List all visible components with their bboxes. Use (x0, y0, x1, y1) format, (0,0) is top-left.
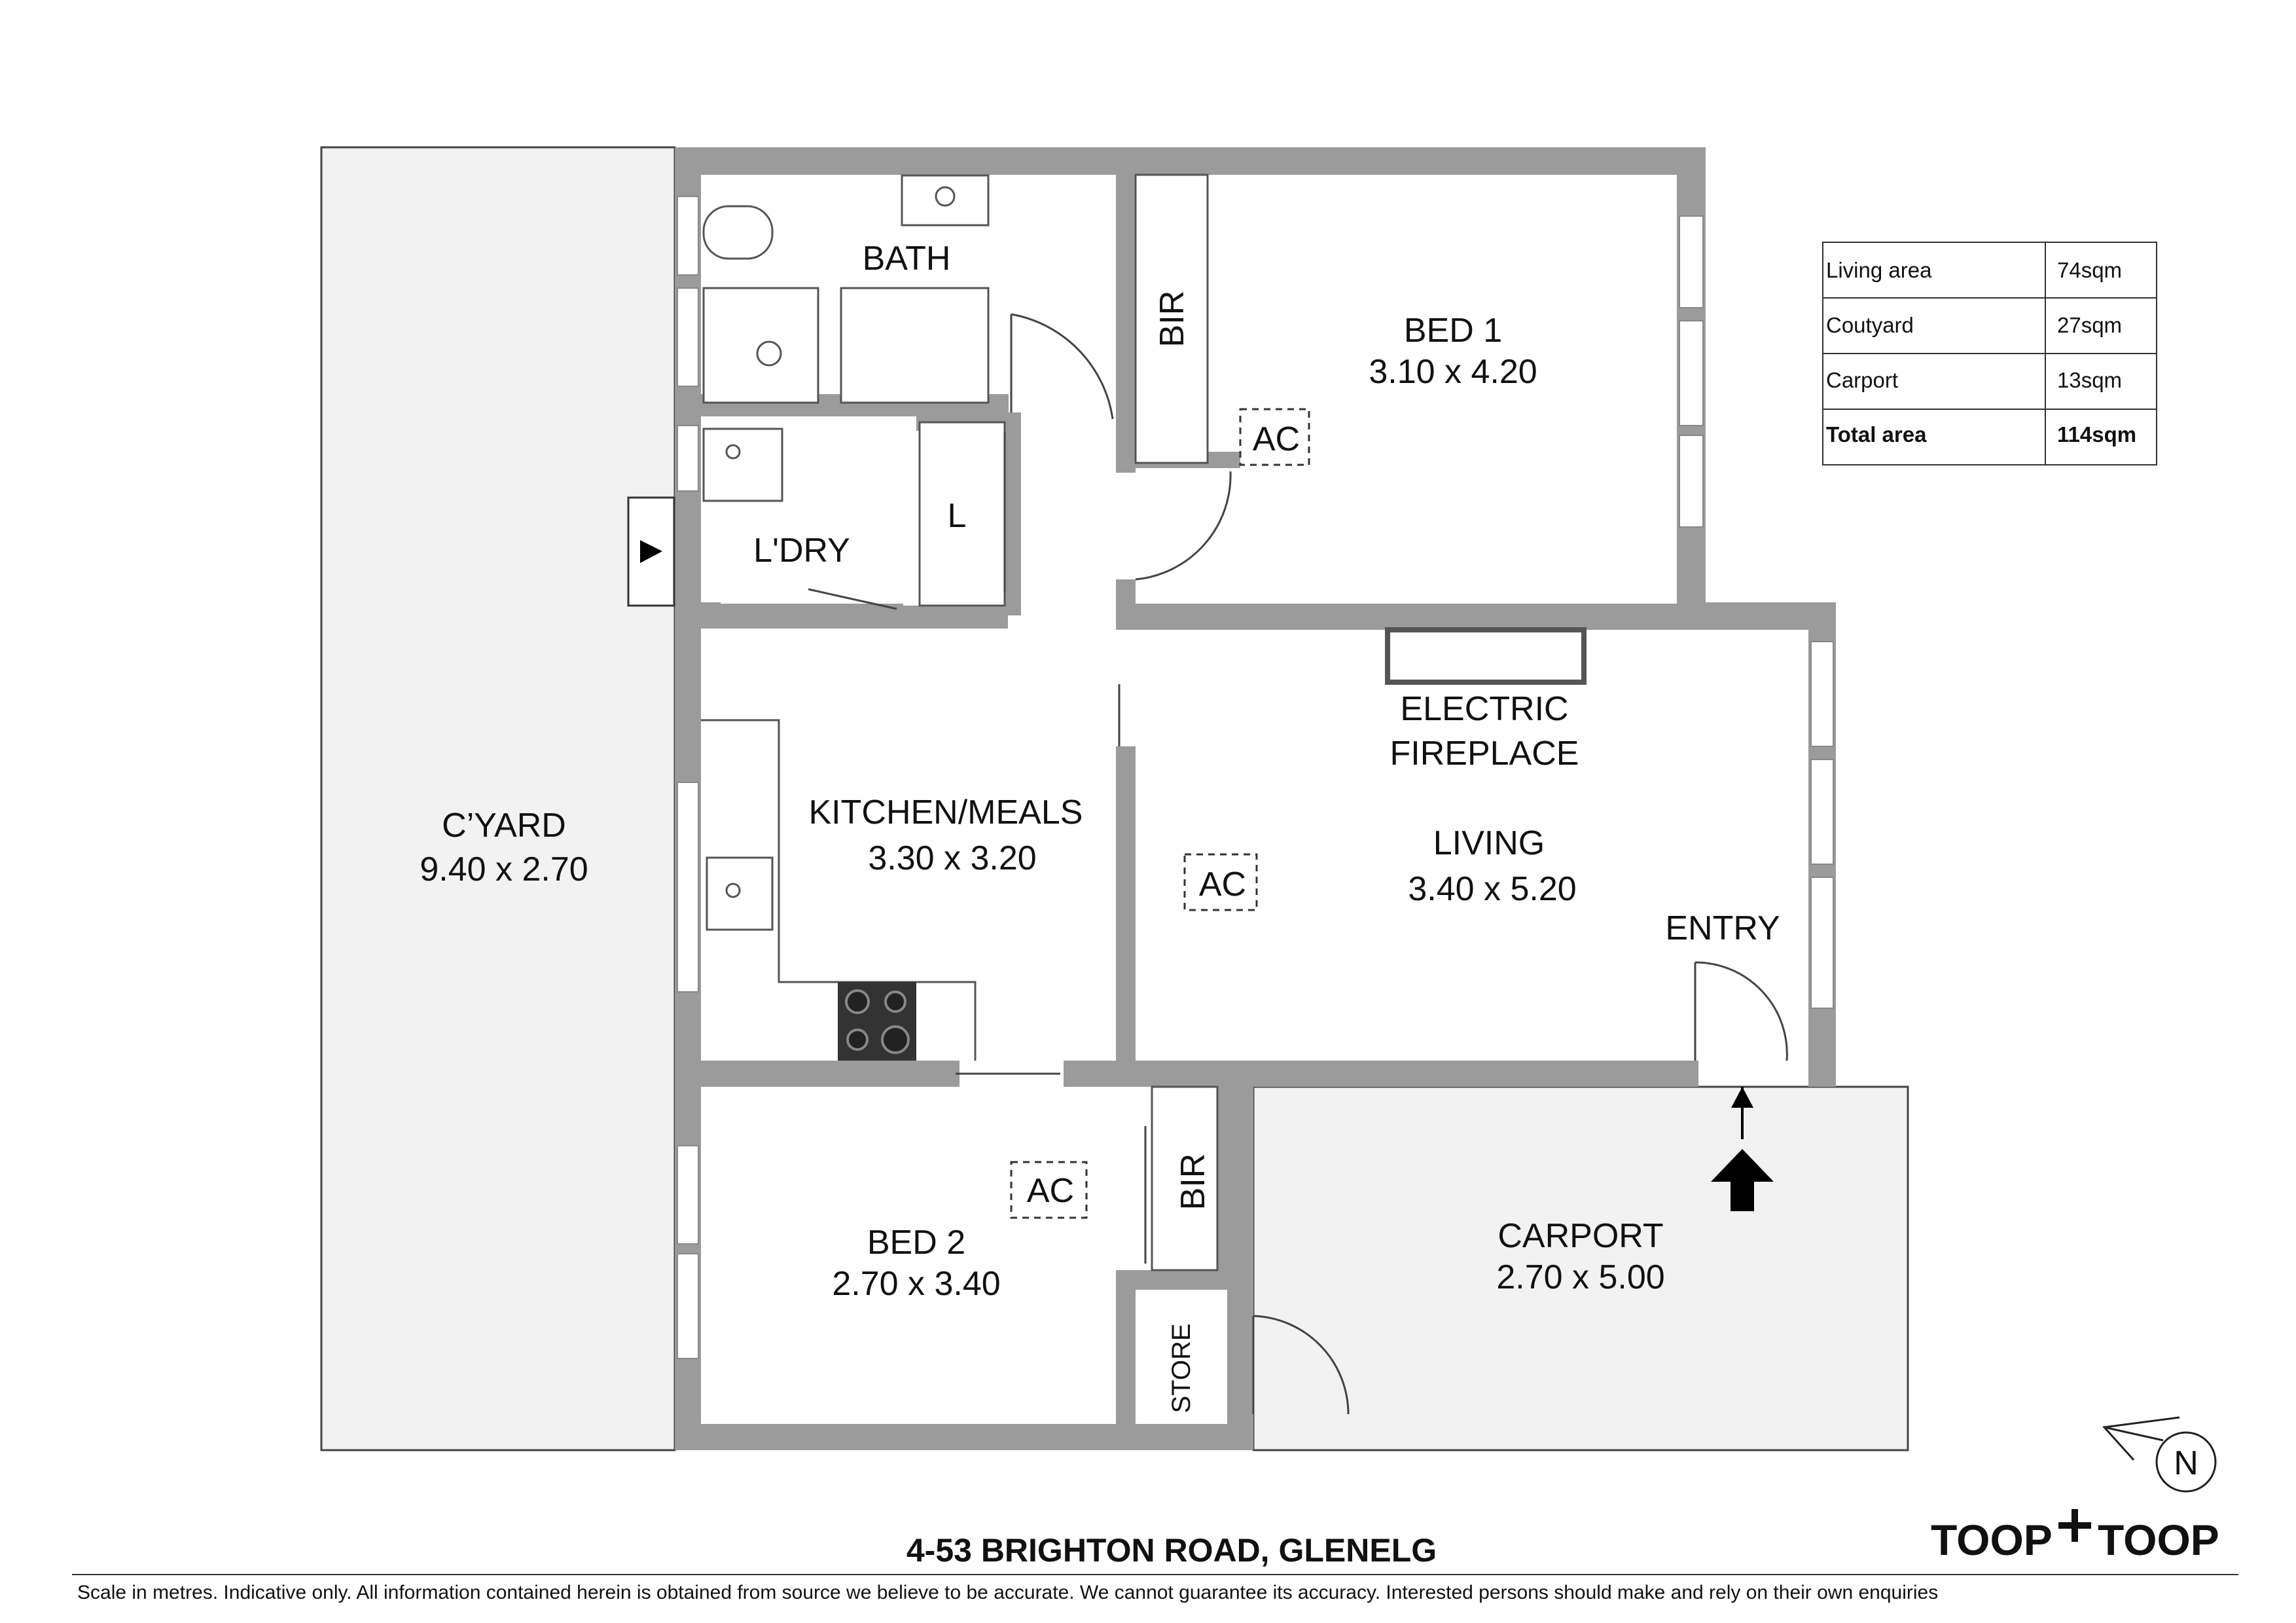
courtyard-entry-arrow-icon (640, 540, 662, 563)
bath-fixtures (702, 174, 990, 502)
ac-box-living (1183, 853, 1258, 911)
brand-right: TOOP (2098, 1516, 2219, 1564)
compass-letter: N (2174, 1444, 2198, 1482)
fireplace-line2: FIREPLACE (1390, 735, 1579, 773)
living-size: 3.40 x 5.20 (1408, 870, 1576, 908)
area-row-value: 27sqm (2057, 313, 2122, 337)
entry-arrow-small-icon (1731, 1087, 1753, 1108)
area-row-label: Coutyard (1826, 313, 1914, 337)
store-label: STORE (1167, 1323, 1196, 1413)
brand-left: TOOP (1931, 1516, 2053, 1564)
ac-label-bed1: AC (1253, 420, 1300, 458)
laundry-tub (702, 428, 783, 502)
carport-name: CARPORT (1498, 1217, 1663, 1255)
area-table: Living area 74sqm Coutyard 27sqm Carport… (1822, 242, 2157, 465)
bed2-size: 2.70 x 3.40 (832, 1265, 1000, 1303)
fireplace-line1: ELECTRIC (1400, 690, 1568, 728)
kitchen-size: 3.30 x 3.20 (868, 839, 1036, 877)
courtyard-area (320, 146, 676, 1451)
ac-box-bed1 (1239, 408, 1310, 466)
linen-label: L (948, 497, 967, 535)
ac-label-bed2: AC (1027, 1172, 1074, 1210)
laundry-name: L'DRY (753, 532, 850, 570)
bathtub (840, 287, 990, 404)
doors (808, 313, 1788, 1415)
storage-fixtures (918, 173, 1219, 1271)
bed1-size: 3.10 x 4.20 (1369, 353, 1537, 391)
ac-label-living: AC (1199, 866, 1246, 903)
bed1-robe-label: BIR (1153, 291, 1191, 348)
north-arrow-icon: N (2102, 1416, 2217, 1493)
area-row-label: Living area (1826, 258, 1932, 282)
ac-box-bed2 (1010, 1161, 1088, 1219)
entry-label: ENTRY (1665, 909, 1780, 947)
burner-icon (846, 1029, 869, 1051)
linen-cupboard (918, 421, 1006, 607)
shower-head-icon (756, 340, 782, 367)
toilet (702, 205, 774, 260)
disclaimer-text: Scale in metres. Indicative only. All in… (77, 1582, 1938, 1603)
kitchen-name: KITCHEN/MEALS (809, 793, 1083, 831)
area-row-value: 74sqm (2057, 258, 2122, 282)
bed2-name: BED 2 (867, 1224, 965, 1262)
entry-arrow-icon (1711, 1149, 1774, 1211)
kitchen-drain-icon (725, 883, 741, 898)
area-row-label: Carport (1826, 368, 1898, 392)
carport-area (1252, 1085, 1909, 1451)
kitchen-bench (701, 719, 977, 1061)
plus-icon (2058, 1509, 2091, 1542)
bed1-robe (1134, 173, 1209, 464)
courtyard-name: C’YARD (442, 807, 566, 845)
area-row-value: 13sqm (2057, 368, 2122, 392)
bed2-robe (1151, 1085, 1219, 1271)
living-name: LIVING (1433, 824, 1545, 862)
windows (677, 196, 1834, 1359)
bed2-robe-label: BIR (1174, 1154, 1212, 1211)
kitchen-fixtures (701, 719, 977, 1061)
basin-icon (935, 186, 956, 207)
burner-icon (881, 1025, 910, 1054)
carport-size: 2.70 x 5.00 (1496, 1258, 1664, 1296)
burner-icon (845, 989, 870, 1014)
bath-name: BATH (863, 240, 951, 278)
area-total-value: 114sqm (2057, 422, 2136, 447)
burner-icon (884, 991, 906, 1013)
courtyard-size: 9.40 x 2.70 (420, 850, 588, 888)
bed1-name: BED 1 (1404, 312, 1502, 350)
area-total-label: Total area (1826, 422, 1927, 447)
property-address: 4-53 BRIGHTON ROAD, GLENELG (906, 1532, 1437, 1569)
laundry-drain-icon (725, 444, 741, 460)
